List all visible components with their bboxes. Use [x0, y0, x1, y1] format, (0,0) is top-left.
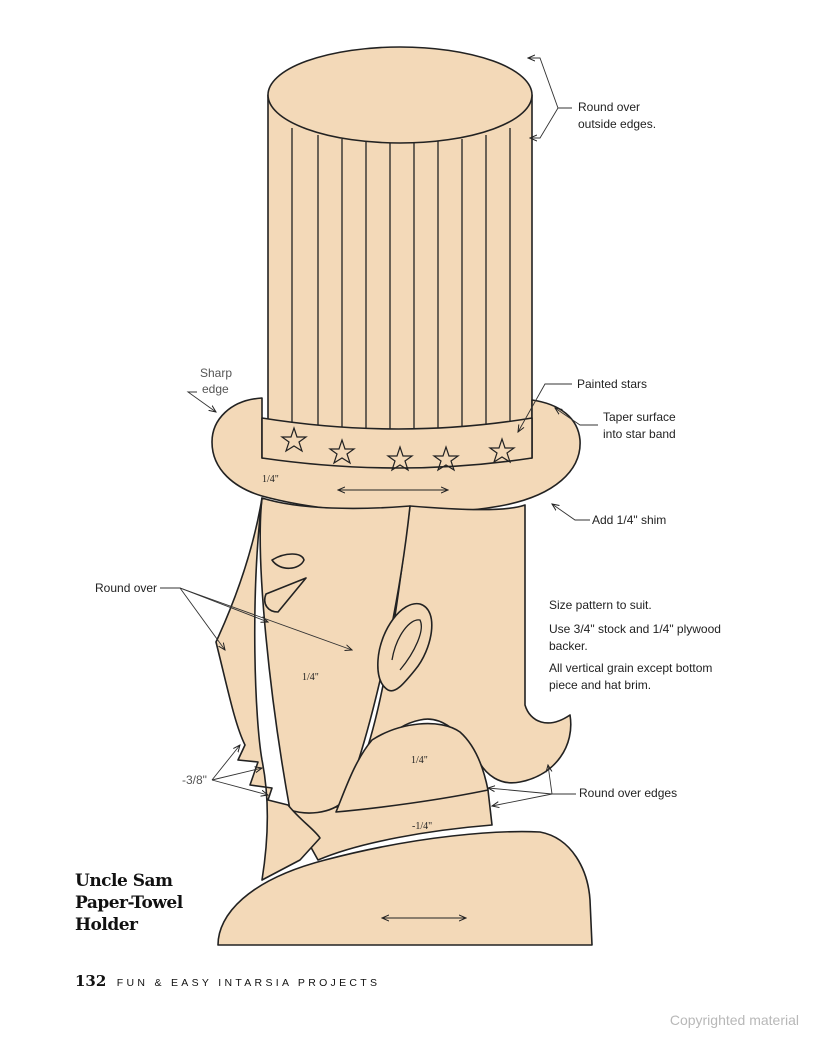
note-round-over-outside-2: outside edges. — [578, 117, 656, 131]
shoulders — [217, 830, 593, 946]
hat-crown — [267, 46, 533, 486]
star-icon — [328, 438, 356, 465]
instruction-stock-1: Use 3/4" stock and 1/4" plywood — [549, 622, 721, 636]
instruction-size: Size pattern to suit. — [549, 598, 652, 612]
note-round-over: Round over — [95, 581, 157, 595]
note-sharp-edge-2: edge — [202, 382, 229, 396]
star-icon — [432, 445, 460, 472]
instruction-stock-2: backer. — [549, 639, 588, 653]
book-title: FUN & EASY INTARSIA PROJECTS — [116, 977, 381, 989]
page-number: 132 — [75, 972, 107, 990]
measure-face: 1/4" — [302, 672, 319, 683]
page-footer: 132 FUN & EASY INTARSIA PROJECTS — [75, 972, 380, 991]
title-line-2: Paper-Towel — [75, 893, 183, 913]
note-sharp-edge-1: Sharp — [200, 366, 232, 380]
note-add-shim: Add 1/4" shim — [592, 513, 666, 527]
note-round-over-edges: Round over edges — [579, 786, 677, 800]
instruction-grain-1: All vertical grain except bottom — [549, 661, 712, 675]
title-line-1: Uncle Sam — [75, 871, 173, 891]
note-taper-2: into star band — [603, 427, 676, 441]
star-icon — [280, 426, 308, 453]
star-icon — [386, 445, 414, 472]
star-icon — [488, 437, 516, 464]
star-band — [261, 417, 533, 472]
project-title: Uncle Sam Paper-Towel Holder — [75, 870, 255, 936]
note-round-over-outside-1: Round over — [578, 100, 640, 114]
note-three-eighths: -3/8" — [182, 773, 207, 787]
note-taper-1: Taper surface — [603, 410, 676, 424]
head — [215, 497, 572, 881]
leader-lines — [160, 58, 598, 806]
title-line-3: Holder — [75, 915, 138, 935]
note-painted-stars: Painted stars — [577, 377, 647, 391]
instruction-grain-2: piece and hat brim. — [549, 678, 651, 692]
measure-chin: 1/4" — [411, 755, 428, 766]
measure-brim: 1/4" — [262, 474, 279, 485]
measure-collar: -1/4" — [412, 821, 432, 832]
copyright-watermark: Copyrighted material — [669, 1012, 799, 1028]
